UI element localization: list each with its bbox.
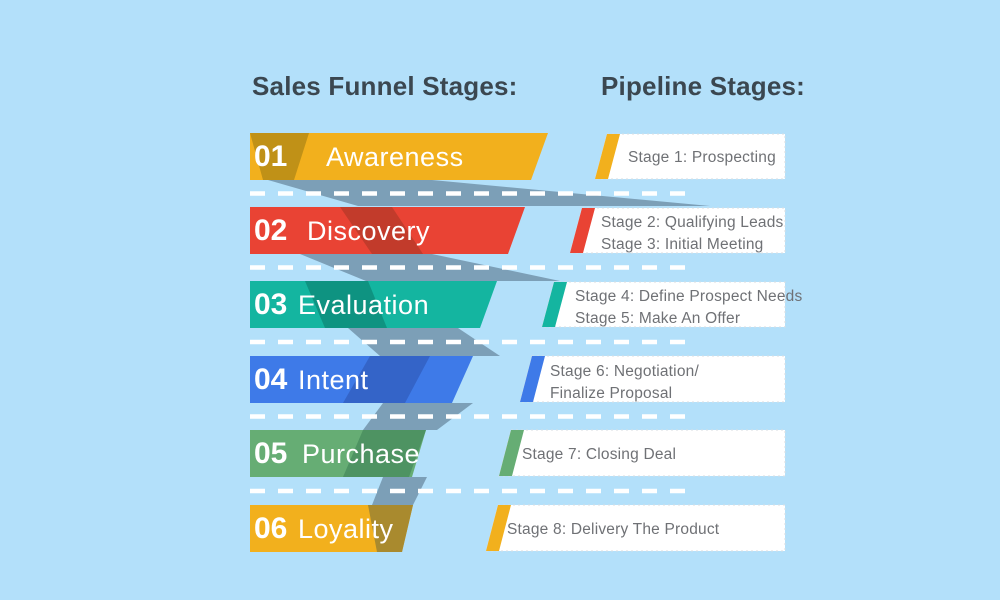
funnel-stage-number: 05 [254, 437, 287, 470]
funnel-bar-shade [368, 505, 413, 552]
pipeline-box-stripe [499, 430, 524, 476]
funnel-stage-03: 03 Evaluation [250, 281, 497, 328]
funnel-stage-number: 01 [254, 140, 287, 173]
funnel-bar-shade [343, 356, 430, 403]
funnel-stage-label: Awareness [326, 142, 464, 172]
pipeline-box-bg [541, 281, 786, 328]
funnel-bar-shade [340, 207, 423, 254]
row-divider-dashes [250, 191, 697, 494]
funnel-stage-label: Discovery [307, 216, 430, 246]
pipeline-stage-text: Finalize Proposal [550, 385, 672, 402]
pipeline-stage-text: Stage 5: Make An Offer [575, 310, 740, 327]
pipeline-box-bg [485, 504, 786, 552]
pipeline-box-stripe [520, 356, 545, 402]
funnel-stage-number: 03 [254, 288, 287, 321]
funnel-stage-label: Intent [298, 365, 369, 395]
pipeline-box-stripe [595, 134, 620, 179]
pipeline-box-3: Stage 4: Define Prospect Needs Stage 5: … [541, 281, 802, 328]
pipeline-column-title: Pipeline Stages: [601, 71, 805, 101]
funnel-bar-shade [250, 133, 309, 180]
pipeline-box-1: Stage 1: Prospecting [594, 133, 786, 180]
funnel-stage-number: 04 [254, 363, 288, 396]
pipeline-stage-text: Stage 6: Negotiation/ [550, 363, 699, 380]
pipeline-stage-text: Stage 1: Prospecting [628, 149, 776, 166]
pipeline-box-stripe [570, 208, 595, 253]
funnel-stage-05: 05 Purchase [250, 430, 426, 477]
pipeline-box-6: Stage 8: Delivery The Product [485, 504, 786, 552]
funnel-stage-number: 02 [254, 214, 287, 247]
pipeline-stage-text: Stage 7: Closing Deal [522, 446, 676, 463]
pipeline-stage-text: Stage 3: Initial Meeting [601, 236, 763, 253]
pipeline-box-bg [519, 355, 786, 403]
funnel-stage-number: 06 [254, 512, 287, 545]
funnel-bar-shade [305, 281, 387, 328]
pipeline-stage-text: Stage 2: Qualifying Leads [601, 214, 784, 231]
pipeline-box-bg [594, 133, 786, 180]
funnel-bar-shade [343, 430, 426, 477]
pipeline-box-2: Stage 2: Qualifying Leads Stage 3: Initi… [569, 207, 786, 254]
pipeline-box-4: Stage 6: Negotiation/ Finalize Proposal [519, 355, 786, 403]
pipeline-box-bg [569, 207, 786, 254]
pipeline-box-bg [498, 429, 786, 477]
funnel-stage-label: Evaluation [298, 290, 429, 320]
pipeline-stage-text: Stage 4: Define Prospect Needs [575, 288, 802, 305]
funnel-stage-06: 06 Loyality [250, 505, 413, 552]
pipeline-box-stripe [542, 282, 567, 327]
funnel-stage-02: 02 Discovery [250, 207, 525, 254]
pipeline-stage-text: Stage 8: Delivery The Product [507, 521, 720, 538]
funnel-column-title: Sales Funnel Stages: [252, 71, 518, 101]
pipeline-box-5: Stage 7: Closing Deal [498, 429, 786, 477]
funnel-stage-label: Loyality [298, 514, 394, 544]
pipeline-box-stripe [486, 505, 511, 551]
funnel-stage-01: 01 Awareness [250, 133, 548, 180]
funnel-stage-label: Purchase [302, 439, 420, 469]
funnel-stage-04: 04 Intent [250, 356, 473, 403]
funnel-bar [250, 133, 548, 180]
